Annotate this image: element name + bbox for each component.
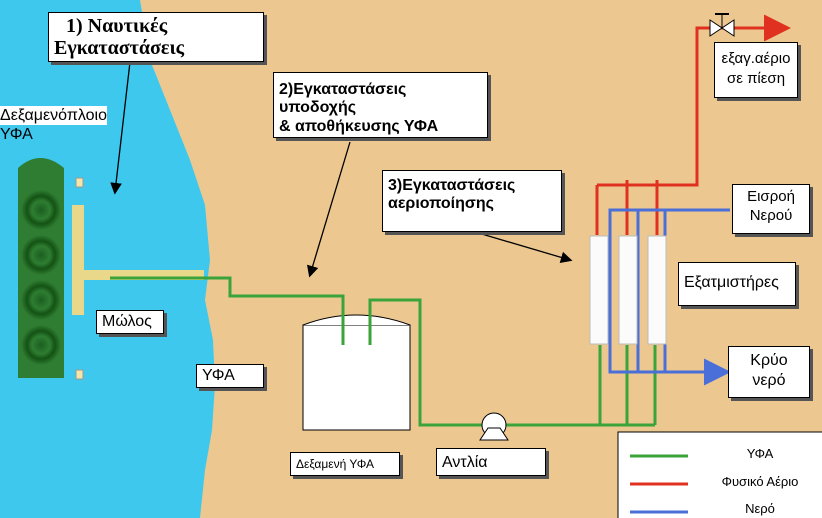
label-lng-carrier: Δεξαμενόπλοιο ΥΦΑ	[0, 106, 128, 144]
pump-text: Αντλία	[442, 454, 488, 471]
storage-tank-shape	[302, 324, 411, 431]
storage-tank-roof	[302, 314, 411, 326]
vaporization-line2: αεριοποίησης	[388, 195, 494, 213]
gas-export-line2: σε πίεση	[726, 70, 786, 87]
legend-label-lng: ΥΦΑ	[700, 446, 820, 462]
legend-label-gas: Φυσικό Αέριο	[700, 474, 820, 490]
storage-line2: & αποθήκευσης ΥΦΑ	[279, 117, 439, 135]
legend-box	[617, 431, 822, 518]
label-vaporization-facilities: 3)Εγκαταστάσεις αεριοποίησης	[382, 170, 562, 232]
label-marine-facilities: 1) Ναυτικές Εγκαταστάσεις	[48, 12, 264, 62]
legend-lng-text: ΥΦΑ	[746, 446, 774, 461]
cold-water-line2: νερό	[752, 372, 786, 389]
marine-line2: Εγκαταστάσεις	[54, 37, 185, 59]
water-inlet-line1: Εισροή	[747, 188, 795, 205]
lng-carrier-ship	[18, 158, 64, 378]
vaporizer-units	[589, 235, 667, 345]
storage-tank-text: Δεξαμενή ΥΦΑ	[296, 457, 374, 471]
lng-pipeline	[110, 276, 657, 427]
cold-water-line1: Κρύο	[750, 352, 788, 369]
pump-icon	[479, 412, 509, 441]
label-lng-marker: ΥΦΑ	[196, 364, 264, 388]
mooring-dolphin	[75, 177, 84, 188]
pier-text: Μώλος	[102, 313, 152, 330]
label-gas-export: εξαγ.αέριο σε πίεση	[714, 42, 798, 98]
label-water-inlet: Εισροή Νερού	[732, 184, 810, 234]
label-storage-facilities: 2)Εγκαταστάσεις υποδοχής & αποθήκευσης Υ…	[273, 72, 488, 138]
marine-line1: 1) Ναυτικές	[66, 15, 168, 37]
carrier-line2: ΥΦΑ	[0, 126, 33, 143]
carrier-line1: Δεξαμενόπλοιο	[0, 106, 107, 125]
vaporization-line1: 3)Εγκαταστάσεις	[388, 177, 516, 194]
pier-jetty	[72, 205, 204, 315]
lng-marker-text: ΥΦΑ	[202, 367, 235, 384]
storage-line1: 2)Εγκαταστάσεις υποδοχής	[279, 81, 407, 117]
legend-label-water: Νερό	[700, 501, 820, 517]
label-pump: Αντλία	[436, 448, 546, 476]
label-pier: Μώλος	[96, 310, 164, 334]
gas-export-line1: εξαγ.αέριο	[721, 50, 791, 67]
label-storage-tank: Δεξαμενή ΥΦΑ	[290, 452, 400, 476]
legend-water-text: Νερό	[745, 501, 775, 516]
water-inlet-line2: Νερού	[749, 207, 793, 224]
pointer-arrows	[110, 61, 573, 278]
natural-gas-pipeline	[595, 14, 791, 235]
label-cold-water: Κρύο νερό	[728, 346, 810, 398]
sea	[0, 0, 215, 518]
legend-gas-text: Φυσικό Αέριο	[721, 474, 799, 489]
vaporizers-text: Εξατμιστήρες	[684, 274, 779, 291]
label-vaporizers: Εξατμιστήρες	[678, 262, 796, 306]
valve-icon	[709, 13, 735, 37]
mooring-dolphin	[75, 369, 84, 380]
